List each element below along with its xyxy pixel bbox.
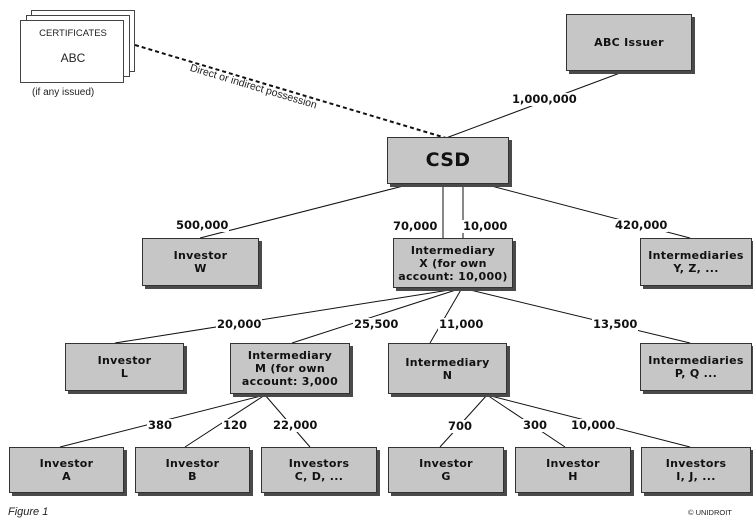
node-investor-g: Investor G xyxy=(388,447,504,493)
node-investors-ij: Investors I, J, ... xyxy=(641,447,751,493)
node-investor-a: Investor A xyxy=(9,447,124,493)
line-x-n xyxy=(429,287,463,344)
amount-x-n: 11,000 xyxy=(438,317,485,331)
node-investor-w: Investor W xyxy=(142,238,259,286)
amount-csd-x-a: 70,000 xyxy=(392,219,439,233)
amount-csd-w: 500,000 xyxy=(175,218,230,232)
line-csd-w xyxy=(199,182,416,239)
amount-issuer-csd: 1,000,000 xyxy=(511,92,578,106)
certificate-sheet-front: CERTIFICATES ABC xyxy=(20,20,124,83)
amount-m-b: 120 xyxy=(222,418,249,432)
node-investor-b: Investor B xyxy=(135,447,250,493)
certificates-title: CERTIFICATES xyxy=(39,28,107,39)
amount-n-ij: 10,000 xyxy=(570,418,617,432)
amount-x-l: 20,000 xyxy=(216,317,263,331)
amount-n-g: 700 xyxy=(447,419,474,433)
amount-n-h: 300 xyxy=(522,418,549,432)
node-investors-cd: Investors C, D, ... xyxy=(261,447,377,493)
line-x-m xyxy=(291,287,463,344)
node-csd: CSD xyxy=(387,137,509,184)
node-intermediaries-yz: Intermediaries Y, Z, ... xyxy=(640,238,752,286)
node-investor-l: Investor L xyxy=(65,343,184,391)
possession-line xyxy=(134,44,447,139)
amount-m-a: 380 xyxy=(147,418,174,432)
node-intermediary-m: Intermediary M (for own account: 3,000 xyxy=(230,343,350,394)
figure-caption: Figure 1 xyxy=(8,506,49,518)
node-intermediary-x: Intermediary X (for own account: 10,000) xyxy=(393,238,513,288)
line-x-l xyxy=(114,287,463,344)
certificates-note: (if any issued) xyxy=(32,87,95,98)
amount-csd-x-b: 10,000 xyxy=(462,219,509,233)
node-intermediaries-pq: Intermediaries P, Q ... xyxy=(640,343,752,391)
node-intermediary-n: Intermediary N xyxy=(388,343,507,394)
amount-x-pq: 13,500 xyxy=(592,317,639,331)
line-x-pq xyxy=(461,287,691,344)
amount-csd-yz: 420,000 xyxy=(614,218,669,232)
copyright-notice: © UNIDROIT xyxy=(688,508,732,517)
node-abc-issuer: ABC Issuer xyxy=(566,14,692,71)
amount-m-cd: 22,000 xyxy=(272,418,319,432)
amount-x-m: 25,500 xyxy=(353,317,400,331)
certificates-name: ABC xyxy=(60,51,86,65)
node-investor-h: Investor H xyxy=(515,447,631,493)
